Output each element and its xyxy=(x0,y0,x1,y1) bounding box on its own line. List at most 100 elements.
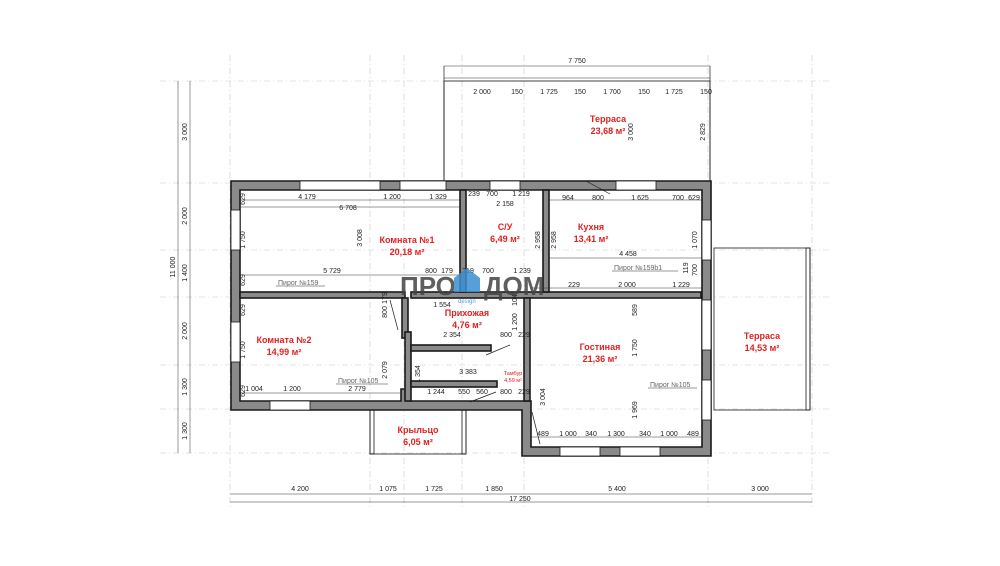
pirog-105-right-label: Пирог №105 xyxy=(650,382,691,389)
dim-left-3: 1 400 xyxy=(182,264,189,282)
terrace-right-name: Терраса xyxy=(744,331,781,341)
dim-5729: 5 729 xyxy=(323,268,341,275)
inner-walls xyxy=(239,189,702,402)
dim-1354: 1 354 xyxy=(415,365,422,383)
dim-340a: 340 xyxy=(585,431,597,438)
dim-left-6: 1 300 xyxy=(182,422,189,440)
dim-489b: 489 xyxy=(687,431,699,438)
kitchen-name: Кухня xyxy=(578,222,604,232)
dim-629c: 629 xyxy=(240,274,247,286)
dim-700d: 700 xyxy=(692,264,699,276)
room1-area: 20,18 м² xyxy=(390,247,425,257)
dim-3383: 3 383 xyxy=(459,369,477,376)
dim-104: 104 xyxy=(512,294,519,306)
dim-1200b: 1 200 xyxy=(512,313,519,331)
dim-119: 119 xyxy=(683,262,690,273)
pirog-159b1-label: Пирог №159b1 xyxy=(614,265,662,272)
dim-700c: 700 xyxy=(482,268,494,275)
dim-bottom-3: 1 725 xyxy=(425,486,443,493)
dim-1329: 1 329 xyxy=(429,194,447,201)
tambur-area: 4,59 м² xyxy=(504,378,522,384)
dim-6708: 6 708 xyxy=(339,205,357,212)
dim-2958b: 2 958 xyxy=(551,231,558,249)
terrace-right-area: 14,53 м² xyxy=(745,343,780,353)
room-labels: Терраса 23,68 м² Комната №1 20,18 м² С/У… xyxy=(257,114,782,447)
dim-top-6: 150 xyxy=(638,89,650,96)
dim-3004: 3 004 xyxy=(540,388,547,406)
dim-1750b: 1 750 xyxy=(632,339,639,357)
dims-left: 3 000 2 000 1 400 2 000 1 300 1 300 11 0… xyxy=(170,123,707,440)
dim-560: 560 xyxy=(476,389,488,396)
dim-bottom-1: 4 200 xyxy=(291,486,309,493)
hall-name: Прихожая xyxy=(445,308,489,318)
dim-1229: 1 229 xyxy=(672,282,690,289)
dim-800d: 800 xyxy=(500,332,512,339)
dim-2779: 2 779 xyxy=(348,386,366,393)
room1-name: Комната №1 xyxy=(380,235,435,245)
dim-bottom-5: 5 400 xyxy=(608,486,626,493)
dim-top-8: 150 xyxy=(700,89,712,96)
brand-logo: ПРО ДОМ design xyxy=(400,268,544,305)
dim-1750a: 1 750 xyxy=(240,231,247,249)
outer-walls xyxy=(230,180,712,457)
logo-text-right: ДОМ xyxy=(484,271,544,301)
dim-bottom-total: 17 250 xyxy=(509,496,531,503)
dim-1000b: 1 000 xyxy=(660,431,678,438)
dim-700a: 700 xyxy=(486,191,498,198)
dim-1070: 1 070 xyxy=(692,231,699,249)
house-icon xyxy=(454,268,480,292)
dim-179a: 179 xyxy=(441,268,453,275)
hall-area: 4,76 м² xyxy=(452,320,482,330)
dim-1969: 1 969 xyxy=(632,401,639,419)
dim-229a: 229 xyxy=(568,282,580,289)
logo-subtitle: design xyxy=(458,299,476,305)
dim-1004: 1 004 xyxy=(245,386,263,393)
porch-area: 6,05 м² xyxy=(403,437,433,447)
terrace-top xyxy=(443,66,711,182)
dim-1300: 1 300 xyxy=(607,431,625,438)
dim-2079: 2 079 xyxy=(382,361,389,379)
dim-1239: 1 239 xyxy=(513,268,531,275)
porch-name: Крыльцо xyxy=(398,425,439,435)
dim-top-2: 150 xyxy=(511,89,523,96)
terrace-right xyxy=(713,247,811,411)
bath-area: 6,49 м² xyxy=(490,234,520,244)
dim-2354: 2 354 xyxy=(443,332,461,339)
dim-1000a: 1 000 xyxy=(559,431,577,438)
dim-1750c: 1 750 xyxy=(240,341,247,359)
dim-340b: 340 xyxy=(639,431,651,438)
dim-top-4: 150 xyxy=(574,89,586,96)
doors xyxy=(389,180,611,445)
terrace-top-name: Терраса xyxy=(590,114,627,124)
dim-1200a: 1 200 xyxy=(383,194,401,201)
dim-629a: 629 xyxy=(688,195,700,202)
dim-629d: 629 xyxy=(240,304,247,316)
dim-left-5: 1 300 xyxy=(182,378,189,396)
dim-1219a: 1 219 xyxy=(512,191,530,198)
dim-2000: 2 000 xyxy=(618,282,636,289)
dim-800b: 800 xyxy=(425,268,437,275)
dim-2958a: 2 958 xyxy=(535,231,542,249)
kitchen-area: 13,41 м² xyxy=(574,234,609,244)
dim-1244: 1 244 xyxy=(427,389,445,396)
dim-bottom-6: 3 000 xyxy=(751,486,769,493)
dim-right-top: 2 829 xyxy=(700,123,707,141)
dim-800e: 800 xyxy=(500,389,512,396)
dim-bottom-4: 1 850 xyxy=(485,486,503,493)
dims-inner: 4 179 1 200 1 329 6 708 239 700 1 219 2 … xyxy=(240,191,700,438)
dim-2158: 2 158 xyxy=(496,201,514,208)
dim-1625: 1 625 xyxy=(631,195,649,202)
bath-name: С/У xyxy=(498,222,513,232)
dim-239: 239 xyxy=(468,191,480,198)
pirog-105-left-label: Пирог №105 xyxy=(338,378,379,385)
dim-700b: 700 xyxy=(672,195,684,202)
tambur-name: Тамбур xyxy=(504,371,523,377)
dim-550: 550 xyxy=(458,389,470,396)
dim-left-1: 3 000 xyxy=(182,123,189,141)
dim-bottom-2: 1 075 xyxy=(379,486,397,493)
dim-3008: 3 008 xyxy=(357,229,364,247)
dim-4179: 4 179 xyxy=(298,194,316,201)
dim-top-7: 1 725 xyxy=(665,89,683,96)
dim-800a: 800 xyxy=(592,195,604,202)
